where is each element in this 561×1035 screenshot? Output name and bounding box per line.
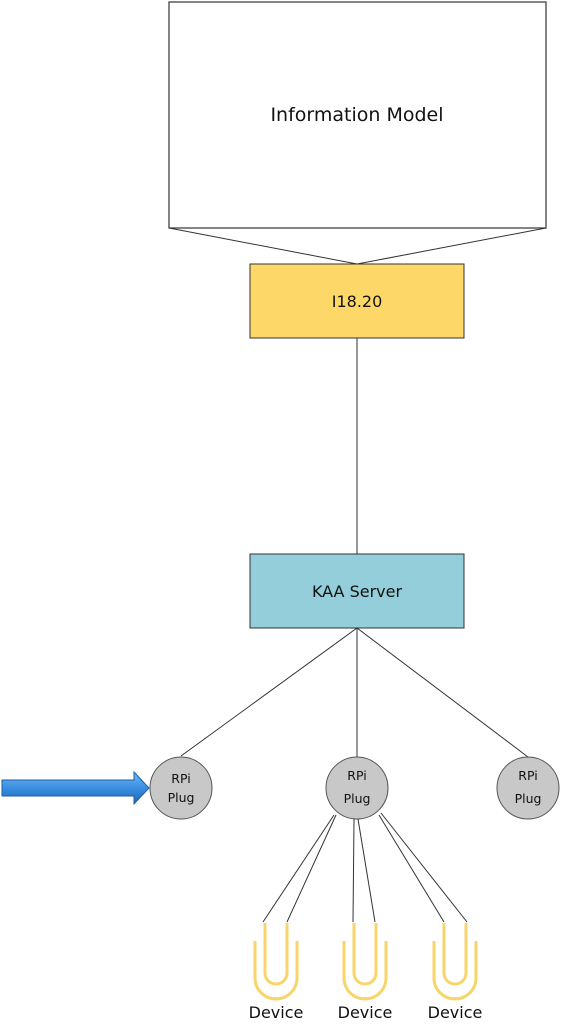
server-plug-left-connector — [180, 627, 358, 757]
information-model-label: Information Model — [270, 104, 443, 126]
device-right-icon — [432, 923, 478, 1001]
rpi-plug-left-line2: Plug — [168, 790, 195, 805]
device-right-label: Device — [428, 1003, 483, 1022]
rpi-plug-middle: RPi Plug — [325, 756, 389, 820]
converter-node: I18.20 — [249, 263, 465, 339]
device-left-icon — [253, 923, 299, 1001]
server-plug-right-connector — [356, 627, 529, 758]
converter-label: I18.20 — [332, 292, 383, 311]
rpi-plug-middle-line1: RPi — [347, 768, 366, 783]
rpi-plug-left: RPi Plug — [149, 756, 213, 820]
information-model-funnel — [168, 227, 547, 265]
device-left-label: Device — [249, 1003, 304, 1022]
converter-box — [249, 263, 465, 339]
rpi-plug-left-line1: RPi — [171, 771, 190, 786]
device-wires — [262, 812, 468, 923]
server-label: KAA Server — [312, 582, 403, 601]
input-arrow — [1, 770, 150, 806]
device-middle-label: Device — [338, 1003, 393, 1022]
information-model-node: Information Model — [168, 1, 547, 265]
rpi-plug-middle-line2: Plug — [344, 791, 371, 806]
rpi-plug-right: RPi Plug — [496, 756, 560, 820]
information-model-box — [168, 1, 547, 229]
server-node: KAA Server — [249, 553, 465, 629]
device-middle-icon — [342, 923, 388, 1001]
rpi-plug-right-line2: Plug — [515, 791, 542, 806]
rpi-plug-right-line1: RPi — [518, 768, 537, 783]
